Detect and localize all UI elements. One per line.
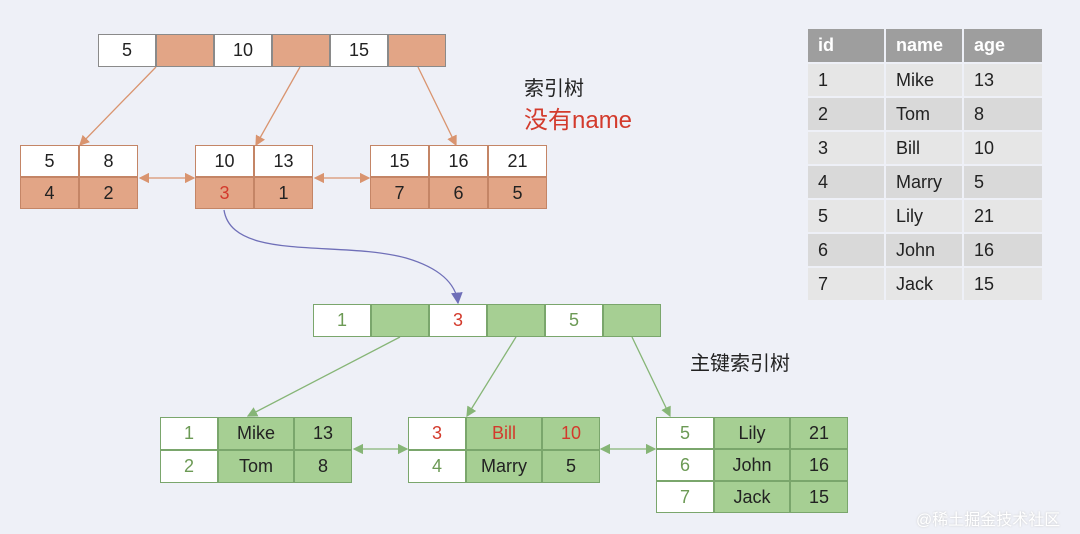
primary-leaf-id: 1 bbox=[160, 417, 218, 450]
primary-leaf-age: 15 bbox=[790, 481, 848, 513]
table-header-row: id name age bbox=[808, 29, 1044, 63]
primary-leaf-name: Jack bbox=[714, 481, 790, 513]
primary-tree-label: 主键索引树 bbox=[690, 353, 790, 375]
cell-id: 6 bbox=[808, 232, 886, 267]
no-name-label: 没有name bbox=[524, 107, 633, 134]
index-root-pointer bbox=[388, 34, 446, 67]
primary-leaf-name: Tom bbox=[218, 450, 294, 483]
primary-leaf-id: 2 bbox=[160, 450, 218, 483]
primary-root-pointer bbox=[603, 304, 661, 337]
primary-leaf-id: 4 bbox=[408, 450, 466, 483]
cell-name: Tom bbox=[885, 96, 964, 131]
primary-leaf-age: 5 bbox=[542, 450, 600, 483]
primary-leaf-age: 16 bbox=[790, 449, 848, 481]
index-leaf-key: 21 bbox=[488, 145, 547, 177]
primary-leaf-id: 5 bbox=[656, 417, 714, 449]
primary-root-key: 5 bbox=[545, 304, 603, 337]
cell-age: 8 bbox=[963, 96, 1044, 131]
index-leaf-key: 10 bbox=[195, 145, 254, 177]
index-tree-label: 索引树 bbox=[524, 78, 584, 100]
index-leaf-key: 8 bbox=[79, 145, 138, 177]
index-root-key: 15 bbox=[330, 34, 388, 67]
cell-id: 4 bbox=[808, 164, 886, 199]
index-leaf-key: 5 bbox=[20, 145, 79, 177]
primary-leaf-age: 21 bbox=[790, 417, 848, 449]
index-leaf-key: 16 bbox=[429, 145, 488, 177]
pointer-arrow bbox=[631, 336, 671, 418]
index-leaf-id-highlight: 3 bbox=[195, 177, 254, 209]
primary-leaf-id-highlight: 3 bbox=[408, 417, 466, 450]
primary-root-key: 1 bbox=[313, 304, 371, 337]
primary-leaf-age: 13 bbox=[294, 417, 352, 450]
lookup-arrow bbox=[223, 209, 463, 305]
cell-id: 2 bbox=[808, 96, 886, 131]
primary-leaf-name: Marry bbox=[466, 450, 542, 483]
index-leaf-id: 7 bbox=[370, 177, 429, 209]
cell-age: 10 bbox=[963, 130, 1044, 165]
column-header-name: name bbox=[885, 29, 964, 63]
cell-name: John bbox=[885, 232, 964, 267]
cell-id: 7 bbox=[808, 266, 886, 300]
primary-leaf-id: 6 bbox=[656, 449, 714, 481]
primary-leaf-name: Mike bbox=[218, 417, 294, 450]
watermark: @稀土掘金技术社区 bbox=[916, 512, 1061, 529]
column-header-age: age bbox=[963, 29, 1044, 63]
cell-id: 1 bbox=[808, 62, 886, 97]
primary-leaf-name: John bbox=[714, 449, 790, 481]
cell-age: 13 bbox=[963, 62, 1044, 97]
pointer-arrow bbox=[466, 336, 517, 418]
cell-id: 5 bbox=[808, 198, 886, 233]
index-root-pointer bbox=[156, 34, 214, 67]
index-root-key: 5 bbox=[98, 34, 156, 67]
cell-name: Mike bbox=[885, 62, 964, 97]
cell-name: Bill bbox=[885, 130, 964, 165]
cell-age: 5 bbox=[963, 164, 1044, 199]
index-leaf-id: 5 bbox=[488, 177, 547, 209]
index-leaf-id: 2 bbox=[79, 177, 138, 209]
primary-leaf-name: Lily bbox=[714, 417, 790, 449]
primary-leaf-id: 7 bbox=[656, 481, 714, 513]
cell-name: Lily bbox=[885, 198, 964, 233]
pointer-arrow bbox=[246, 336, 401, 417]
primary-root-key-highlight: 3 bbox=[429, 304, 487, 337]
index-root-key: 10 bbox=[214, 34, 272, 67]
cell-age: 21 bbox=[963, 198, 1044, 233]
index-leaf-key: 13 bbox=[254, 145, 313, 177]
cell-age: 15 bbox=[963, 266, 1044, 300]
column-header-id: id bbox=[808, 29, 886, 63]
pointer-arrow bbox=[79, 66, 157, 146]
primary-root-pointer bbox=[487, 304, 545, 337]
cell-age: 16 bbox=[963, 232, 1044, 267]
index-root-pointer bbox=[272, 34, 330, 67]
cell-name: Marry bbox=[885, 164, 964, 199]
pointer-arrow bbox=[255, 66, 301, 147]
primary-leaf-age-highlight: 10 bbox=[542, 417, 600, 450]
cell-name: Jack bbox=[885, 266, 964, 300]
index-leaf-id: 1 bbox=[254, 177, 313, 209]
index-leaf-id: 6 bbox=[429, 177, 488, 209]
primary-leaf-age: 8 bbox=[294, 450, 352, 483]
cell-id: 3 bbox=[808, 130, 886, 165]
primary-root-pointer bbox=[371, 304, 429, 337]
pointer-arrow bbox=[417, 66, 457, 147]
index-leaf-id: 4 bbox=[20, 177, 79, 209]
primary-leaf-name-highlight: Bill bbox=[466, 417, 542, 450]
index-leaf-key: 15 bbox=[370, 145, 429, 177]
